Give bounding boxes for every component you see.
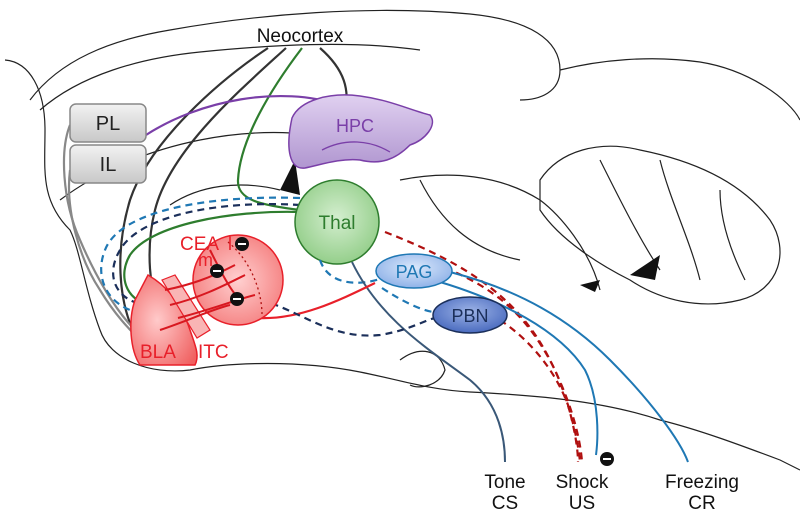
ventricle-wedge-a [280,160,300,195]
dashed-blue-1 [100,196,301,312]
cea-pbn-dashed [259,298,436,337]
hpc-label: HPC [336,116,374,136]
brain-outline [4,9,800,471]
bla-cea-line-2 [169,274,246,306]
thal-label: Thal [319,213,356,234]
itc-shape [161,274,211,339]
thal-amygdala-green [123,210,301,307]
ventricle-wedge-b [630,255,660,280]
thal-amygdala-dashed [100,196,301,312]
inhibitory-icon-shock [600,452,614,466]
bla-cea-line-1 [164,264,236,291]
ventricle-contour [169,184,281,206]
ventricle-wedge-c [580,280,600,292]
ventral-contour-b [399,350,446,388]
pbn-shape [432,296,508,334]
us-label: US [569,493,595,514]
cea-pag-line [257,282,376,320]
tone-label: Tone [484,472,525,493]
cea-l-label: l [228,234,232,254]
shock-dashed-2 [444,266,582,463]
il-label: IL [100,154,117,176]
bla-label: BLA [140,342,176,363]
shock-label: Shock [556,472,609,493]
pag-shape [375,253,453,289]
itc-label: ITC [198,342,229,363]
pl-box: PL [69,103,147,143]
cerebellum-folia [599,159,746,281]
thal-shape [294,179,380,265]
inhibitory-icon-2 [210,264,224,278]
pag-pbn-dashed [381,287,434,314]
pag-freezing-line [449,271,689,463]
pbn-label: PBN [451,306,488,326]
il-line [67,169,141,341]
pl-label: PL [96,113,120,135]
cea-label: CEA [180,234,219,255]
il-box: IL [69,144,147,184]
inhibitory-icon-3 [230,292,244,306]
brain-outer-contour [4,59,800,471]
bla-cea-line-3 [177,294,256,319]
pag-label: PAG [396,262,433,282]
cr-label: CR [688,493,715,514]
shock-us-dashed [384,230,584,463]
hpc-shape [288,94,434,169]
freezing-label: Freezing [665,472,739,493]
brain-dorsal-contour [29,9,561,101]
tone-cs-line [351,261,506,463]
hpc-inner-fold [321,141,391,153]
brainstem-contour [399,174,601,291]
neocortex-thal-green-line [236,47,303,212]
midbrain-contour [419,179,521,261]
cea-m-label: m [198,250,213,270]
inhibitory-icon-1 [235,237,249,251]
cortex-inner-contour [39,43,421,111]
dashed-dark-1 [112,202,301,307]
cerebellum-contour [559,58,800,121]
shock-dashed-1 [384,230,584,463]
shock-dashed-3 [499,319,580,463]
pl-line [62,124,136,331]
neocortex-label: Neocortex [257,26,344,47]
cerebellum-lobes [539,145,781,305]
prefrontal-projections [62,124,141,341]
amygdala-internal-lines [159,249,256,331]
cs-label: CS [492,493,518,514]
cea-division-dotted [227,241,263,316]
inhibitory-markers [210,237,614,466]
itc-cea-line [159,304,231,331]
